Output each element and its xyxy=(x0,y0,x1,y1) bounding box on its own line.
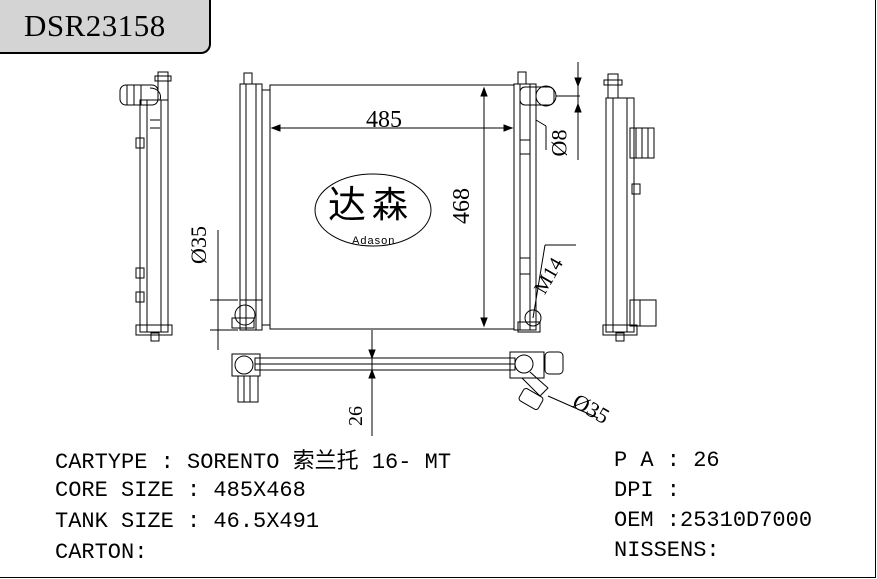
dim-depth: 26 xyxy=(345,406,367,426)
spec-carton: CARTON: xyxy=(55,540,148,565)
left-side-view xyxy=(119,71,173,342)
logo-en: Adason xyxy=(352,235,396,247)
spec-cartype: CARTYPE : SORENTO 索兰托 16- MT xyxy=(55,450,452,475)
dim-outlet-dia: Ø8 xyxy=(546,129,572,157)
logo-cn-1: 达 xyxy=(328,183,367,227)
part-number: DSR23158 xyxy=(24,8,166,43)
dim-core-width: 485 xyxy=(366,107,402,133)
spec-dpi: DPI : xyxy=(614,478,681,503)
logo-ellipse xyxy=(314,173,432,247)
front-view xyxy=(210,62,582,350)
part-number-tag: DSR23158 xyxy=(0,0,211,54)
dim-inlet-dia: Ø35 xyxy=(185,226,211,264)
dim-core-height: 468 xyxy=(449,188,475,224)
spec-nissens: NISSENS: xyxy=(614,538,720,563)
right-side-view xyxy=(602,73,657,342)
spec-core-size: CORE SIZE : 485X468 xyxy=(55,478,306,503)
logo-cn-2: 森 xyxy=(372,185,409,226)
spec-tank-size: TANK SIZE : 46.5X491 xyxy=(55,509,320,534)
bottom-view xyxy=(231,330,599,436)
spec-pa: P A : 26 xyxy=(614,448,720,473)
spec-oem: OEM :25310D7000 xyxy=(614,508,813,533)
